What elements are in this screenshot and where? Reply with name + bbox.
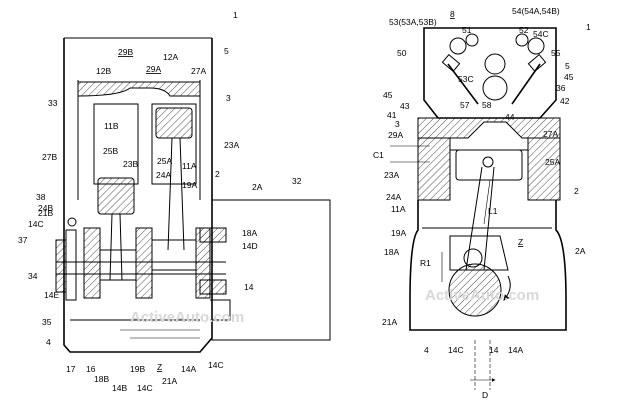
label: 42 xyxy=(560,96,570,106)
label: 27B xyxy=(42,152,57,162)
label: 53(53A,53B) xyxy=(389,17,437,27)
label: 3 xyxy=(226,93,231,103)
label: 14 xyxy=(489,345,499,355)
label: 38 xyxy=(36,192,46,202)
label: 14 xyxy=(244,282,254,292)
label: 14E xyxy=(44,290,59,300)
left-engine-section xyxy=(55,37,331,353)
label: 37 xyxy=(18,235,28,245)
label: 24B xyxy=(38,203,53,213)
label: 27A xyxy=(543,129,558,139)
label: 11B xyxy=(104,121,119,131)
watermark: ActiveAuto.com xyxy=(425,287,539,304)
label: Z xyxy=(157,362,162,372)
label: 29A xyxy=(146,64,161,74)
label: 25A xyxy=(157,156,172,166)
label: 1 xyxy=(586,22,591,32)
label: 54(54A,54B) xyxy=(512,6,560,16)
label: 14C xyxy=(28,219,44,229)
label: 55 xyxy=(551,48,561,58)
label: 1 xyxy=(233,10,238,20)
label: 35 xyxy=(42,317,52,327)
label: 23B xyxy=(123,159,138,169)
label: 50 xyxy=(397,48,407,58)
label: 51 xyxy=(462,25,472,35)
label: 14C xyxy=(208,360,224,370)
label: 54C xyxy=(533,29,549,39)
label: 14A xyxy=(508,345,523,355)
label: Z xyxy=(518,237,523,247)
label: D xyxy=(482,390,488,400)
label-layer: 1 5 29B 29A 12A 12B 27A 3 33 11B 25A 23A… xyxy=(18,6,591,400)
label: 2A xyxy=(575,246,586,256)
label: 33 xyxy=(48,98,58,108)
label: 19A xyxy=(182,180,197,190)
label: 17 xyxy=(66,364,76,374)
label: 52 xyxy=(519,25,529,35)
label: 19A xyxy=(391,228,406,238)
label: 18B xyxy=(94,374,109,384)
label: 11A xyxy=(391,204,406,214)
label: 29A xyxy=(388,130,403,140)
label: 21B xyxy=(38,208,53,218)
label: 11A xyxy=(182,161,197,171)
label: 16 xyxy=(86,364,96,374)
label: 18A xyxy=(242,228,257,238)
label: 4 xyxy=(46,337,51,347)
label: 12A xyxy=(163,52,178,62)
label: 34 xyxy=(28,271,38,281)
watermark: ActiveAuto.com xyxy=(130,309,244,326)
label: 21A xyxy=(382,317,397,327)
label: 45 xyxy=(383,90,393,100)
label: 29B xyxy=(118,47,133,57)
label: 57 xyxy=(460,100,470,110)
label: 2 xyxy=(215,169,220,179)
label: R1 xyxy=(420,258,431,268)
label: 41 xyxy=(387,110,397,120)
label: 32 xyxy=(292,176,302,186)
label: 14C xyxy=(448,345,464,355)
label: 14D xyxy=(242,241,258,251)
label: 2A xyxy=(252,182,263,192)
label: 19B xyxy=(130,364,145,374)
label: C1 xyxy=(373,150,384,160)
label: 8 xyxy=(450,9,455,19)
label: 3 xyxy=(395,119,400,129)
label: 14B xyxy=(112,383,127,393)
label: 27A xyxy=(191,66,206,76)
label: 5 xyxy=(224,46,229,56)
label: 44 xyxy=(505,112,515,122)
label: 36 xyxy=(556,83,566,93)
label: 58 xyxy=(482,100,492,110)
label: 24A xyxy=(156,170,171,180)
label: 23A xyxy=(224,140,239,150)
label: 2 xyxy=(574,186,579,196)
right-engine-section xyxy=(390,27,567,390)
label: 12B xyxy=(96,66,111,76)
label: 18A xyxy=(384,247,399,257)
label: 25B xyxy=(103,146,118,156)
label: 25A xyxy=(545,157,560,167)
label: 24A xyxy=(386,192,401,202)
label: 4 xyxy=(424,345,429,355)
label: 5 xyxy=(565,61,570,71)
label: 43 xyxy=(400,101,410,111)
label: 53C xyxy=(458,74,474,84)
label: 21A xyxy=(162,376,177,386)
label: 14A xyxy=(181,364,196,374)
label: L1 xyxy=(488,206,498,216)
label: 45 xyxy=(564,72,574,82)
label: 23A xyxy=(384,170,399,180)
label: 14C xyxy=(137,383,153,393)
